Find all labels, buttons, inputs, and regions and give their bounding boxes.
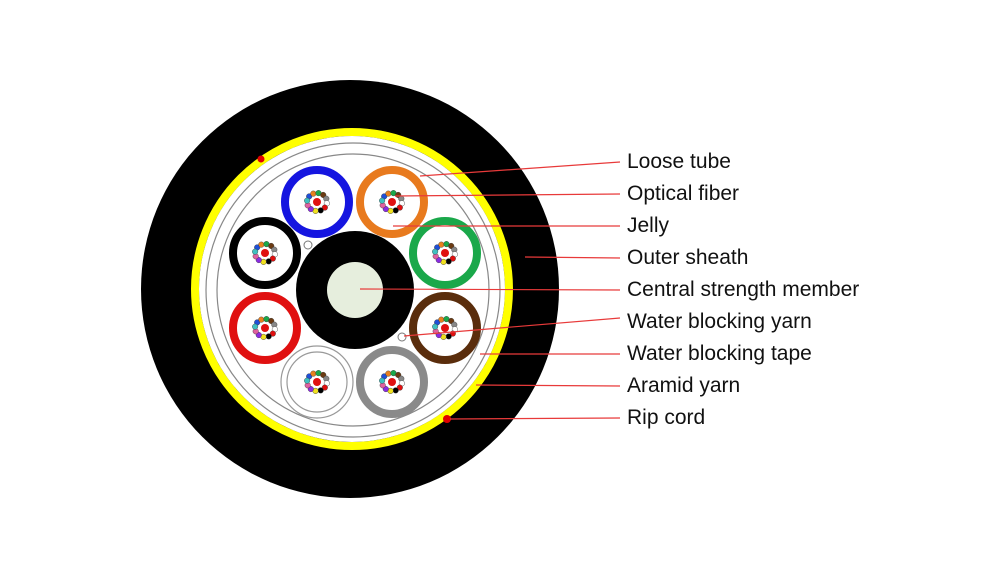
leader-line	[419, 161, 621, 177]
optical-fiber	[304, 377, 311, 384]
optical-fiber	[258, 241, 265, 248]
optical-fiber	[265, 333, 272, 340]
label-rip-cord: Rip cord	[627, 406, 706, 429]
optical-fiber	[432, 323, 439, 330]
optical-fiber	[379, 377, 386, 384]
optical-fiber	[310, 370, 317, 377]
leader-line	[524, 256, 621, 259]
optical-fiber	[445, 333, 452, 340]
optical-fiber	[265, 258, 272, 265]
optical-fiber	[392, 207, 399, 214]
label-water-blocking-yarn: Water blocking yarn	[627, 310, 812, 333]
fiber-center	[441, 324, 449, 332]
label-optical-fiber: Optical fiber	[627, 182, 740, 205]
optical-fiber	[432, 248, 439, 255]
leader-line	[403, 317, 621, 337]
optical-fiber	[385, 370, 392, 377]
optical-fiber	[317, 207, 324, 214]
fiber-center	[388, 198, 396, 206]
fiber-center	[313, 378, 321, 386]
optical-fiber	[438, 241, 445, 248]
label-outer-sheath: Outer sheath	[627, 246, 749, 269]
optical-fiber	[396, 384, 403, 391]
fiber-center	[261, 249, 269, 257]
leader-line	[394, 193, 621, 197]
optical-fiber	[379, 197, 386, 204]
optical-fiber	[449, 255, 456, 262]
label-water-blocking-tape: Water blocking tape	[627, 342, 812, 365]
optical-fiber	[269, 330, 276, 337]
optical-fiber	[310, 190, 317, 197]
label-loose-tube: Loose tube	[627, 150, 731, 173]
optical-fiber	[252, 248, 259, 255]
optical-fiber	[252, 323, 259, 330]
fiber-center	[261, 324, 269, 332]
fiber-center	[441, 249, 449, 257]
fiber-center	[388, 378, 396, 386]
optical-fiber	[304, 197, 311, 204]
central-strength-member	[327, 262, 383, 318]
optical-fiber	[321, 384, 328, 391]
optical-fiber	[317, 387, 324, 394]
water-blocking-yarn	[303, 240, 313, 250]
optical-fiber	[321, 204, 328, 211]
optical-fiber	[269, 255, 276, 262]
optical-fiber	[385, 190, 392, 197]
label-jelly: Jelly	[627, 214, 670, 237]
optical-fiber	[392, 387, 399, 394]
leader-line	[359, 288, 621, 291]
fiber-center	[313, 198, 321, 206]
optical-fiber	[396, 204, 403, 211]
label-aramid-yarn: Aramid yarn	[627, 374, 741, 397]
loose-tube-inner	[286, 351, 348, 413]
optical-fiber	[445, 258, 452, 265]
optical-fiber	[258, 316, 265, 323]
optical-fiber	[438, 316, 445, 323]
water-blocking-yarn	[397, 332, 407, 342]
leader-line	[449, 417, 621, 420]
leader-line	[475, 384, 621, 387]
rip-cord	[257, 155, 265, 163]
label-central-strength-member: Central strength member	[627, 278, 860, 301]
rip-cord	[443, 415, 451, 423]
